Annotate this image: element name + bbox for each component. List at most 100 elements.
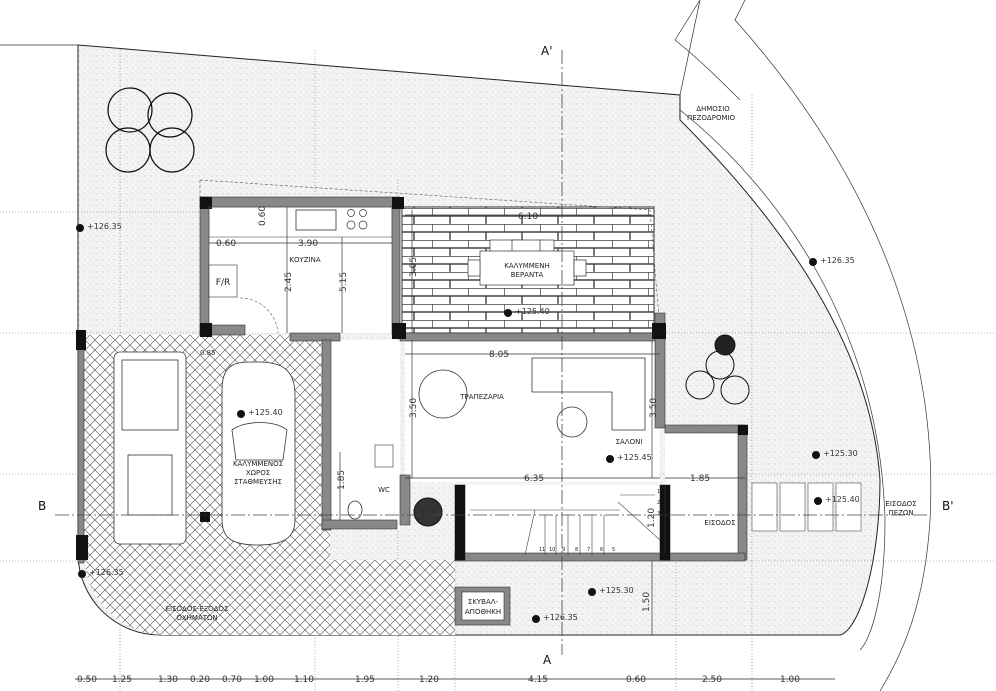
stair-number: 11 bbox=[539, 547, 545, 553]
stair-number: 6 bbox=[600, 547, 603, 553]
stair-number: 1 bbox=[657, 489, 660, 495]
room-label-parking: ΚΑΛΥΜΜΕΝΟΣ bbox=[233, 460, 283, 468]
tree-icon bbox=[105, 87, 195, 173]
dimension-value: 0.20 bbox=[190, 675, 210, 685]
kitchen-counter bbox=[208, 206, 393, 238]
stair-number: 5 bbox=[612, 547, 615, 553]
room-label-wc: WC bbox=[378, 486, 390, 494]
dim-veranda-width: 6.10 bbox=[518, 212, 538, 222]
kitchen-floor bbox=[207, 205, 397, 333]
dining-table bbox=[418, 369, 468, 419]
section-marker-b-left: B bbox=[38, 499, 46, 513]
sink bbox=[295, 209, 337, 231]
dimension-value: 1.10 bbox=[294, 675, 314, 685]
dim-front-setback: 1.50 bbox=[642, 592, 652, 612]
car-left bbox=[113, 351, 187, 545]
roof-overhang bbox=[199, 179, 661, 331]
dim-living-lower-width: 6.35 bbox=[524, 474, 544, 484]
dimension-value: 1.95 bbox=[355, 675, 375, 685]
level-garden-left: +126.35 bbox=[87, 222, 122, 231]
section-marker-a-top: A' bbox=[541, 44, 553, 58]
shrub-icon bbox=[685, 334, 750, 405]
wc-basin bbox=[374, 444, 394, 468]
wc-floor bbox=[330, 340, 400, 530]
label-pedestrian-entrance-2: ΠΕΖΩΝ bbox=[888, 509, 913, 517]
road-edge bbox=[674, 0, 741, 101]
sofa bbox=[531, 357, 646, 431]
room-label-storage-2: ΑΠΟΘΗΚΗ bbox=[465, 608, 501, 616]
coffee-table bbox=[556, 406, 588, 438]
sidewalk-curb-outer bbox=[734, 0, 932, 691]
kitchen-door-swing bbox=[239, 297, 279, 334]
staircase bbox=[470, 494, 661, 556]
room-label-parking-2: ΧΩΡΟΣ bbox=[246, 469, 270, 477]
dimension-value: 0.50 bbox=[77, 675, 97, 685]
dimension-lines bbox=[209, 207, 745, 635]
dim-entrance-width: 1.85 bbox=[690, 474, 710, 484]
level-garden-right: +126.35 bbox=[820, 256, 855, 265]
dimension-value: 1.00 bbox=[780, 675, 800, 685]
dimension-value: 0.70 bbox=[222, 675, 242, 685]
stair-number: 2 bbox=[657, 500, 660, 506]
dim-living-depth-right: 3.50 bbox=[649, 398, 659, 418]
label-public-sidewalk-2: ΠΕΖΟΔΡΟΜΙΟ bbox=[687, 114, 736, 122]
stair-number: 9 bbox=[562, 547, 565, 553]
level-veranda: +125.40 bbox=[515, 307, 550, 316]
room-label-storage: ΣΚΥΒΑΛ- bbox=[468, 598, 499, 606]
room-label-parking-3: ΣΤΑΘΜΕΥΣΗΣ bbox=[234, 478, 282, 486]
dim-living-depth-left: 3.50 bbox=[409, 398, 419, 418]
fridge bbox=[208, 264, 238, 298]
dimension-value: 1.00 bbox=[254, 675, 274, 685]
storage-room bbox=[461, 591, 505, 621]
level-front-bottom: +126.35 bbox=[543, 613, 578, 622]
room-label-dining: ΤΡΑΠΕΖΑΡΙΑ bbox=[459, 393, 504, 401]
toilet-icon bbox=[347, 500, 363, 520]
dim-kitchen-side: 0.60 bbox=[216, 239, 236, 249]
entrance-bins bbox=[751, 482, 862, 532]
plot-boundary-top bbox=[0, 0, 701, 96]
label-vehicle-entrance: ΕΙΣΟΔΟΣ-ΕΞΟΔΟΣ bbox=[166, 605, 229, 613]
level-living: +125.45 bbox=[617, 453, 652, 462]
entrance-floor bbox=[665, 432, 745, 557]
room-label-veranda-2: ΒΕΡΑΝΤΑ bbox=[511, 271, 544, 279]
stair-numbers: 11 10 9 8 7 6 5 1 2 3 bbox=[539, 489, 660, 553]
dim-kitchen-height: 2.45 bbox=[284, 272, 294, 292]
dim-wc-depth: 1.85 bbox=[337, 470, 347, 490]
bottom-dimension-chain: 0.50 1.25 1.30 0.20 0.70 1.00 1.10 1.95 … bbox=[77, 675, 800, 685]
label-public-sidewalk: ΔΗΜΟΣΙΟ bbox=[696, 105, 730, 113]
dim-living-width: 8.05 bbox=[489, 350, 509, 360]
dimension-value: 4.15 bbox=[528, 675, 548, 685]
dim-kitchen-total: 5.15 bbox=[339, 272, 349, 292]
level-parking: +125.40 bbox=[248, 408, 283, 417]
sidewalk-curb-inner bbox=[679, 109, 886, 651]
stove-icon bbox=[346, 209, 368, 230]
dimension-value: 0.60 bbox=[626, 675, 646, 685]
stair-number: 8 bbox=[575, 547, 578, 553]
dim-kitchen-width: 3.90 bbox=[298, 239, 318, 249]
stair-number: 3 bbox=[657, 511, 660, 517]
stair-number: 10 bbox=[549, 547, 555, 553]
dimension-value: 1.20 bbox=[419, 675, 439, 685]
dim-stair-gap: 1.20 bbox=[647, 508, 657, 528]
dim-counter-depth: 0.60 bbox=[258, 206, 268, 226]
planter-icon bbox=[413, 497, 443, 527]
label-pedestrian-entrance: ΕΙΣΟΔΟΣ bbox=[885, 500, 916, 508]
dimension-value: 2.50 bbox=[702, 675, 722, 685]
room-label-entrance: ΕΙΣΟΔΟΣ bbox=[704, 519, 735, 527]
room-label-kitchen: ΚΟΥΖΙΝΑ bbox=[289, 256, 320, 264]
room-label-fridge: F/R bbox=[216, 278, 230, 288]
level-pedestrian-path: +125.40 bbox=[825, 495, 860, 504]
car-right bbox=[221, 361, 296, 546]
level-corner-left: +126.35 bbox=[89, 568, 124, 577]
veranda-table bbox=[467, 239, 587, 286]
room-label-veranda: ΚΑΛΥΜΜΕΝΗ bbox=[504, 262, 549, 270]
level-front-yard: +125.30 bbox=[599, 586, 634, 595]
section-marker-b-right: B' bbox=[942, 499, 954, 513]
level-right-yard: +125.30 bbox=[823, 449, 858, 458]
stair-number: 7 bbox=[587, 547, 590, 553]
room-label-living: ΣΑΛΟΝΙ bbox=[616, 438, 643, 446]
label-vehicle-entrance-2: ΟΧΗΜΑΤΩΝ bbox=[176, 614, 217, 622]
dim-parking-top: 0.85 bbox=[200, 349, 216, 357]
section-marker-a-bottom: A bbox=[543, 653, 552, 667]
